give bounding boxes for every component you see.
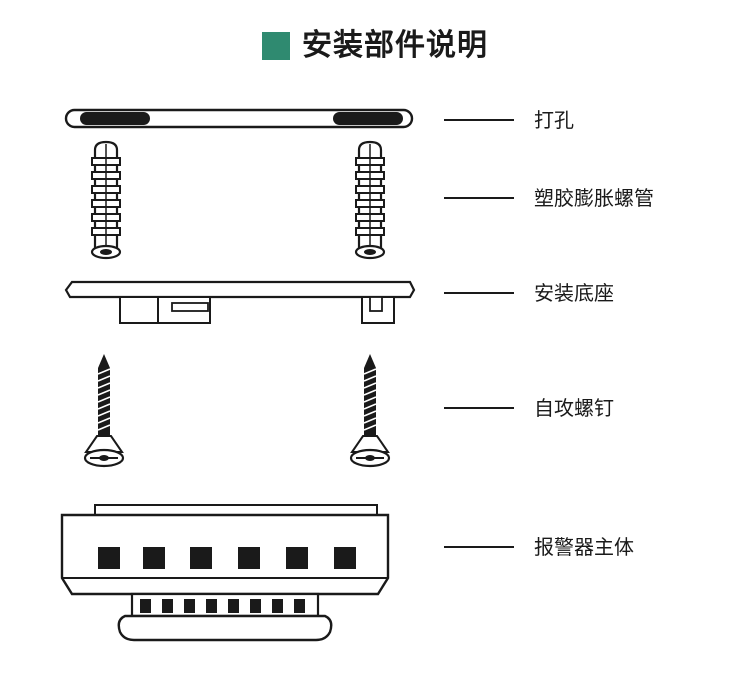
leader-line <box>444 197 514 199</box>
mounting-base-icon <box>64 280 416 324</box>
leader-line <box>444 546 514 548</box>
part-label: 打孔 <box>534 108 574 132</box>
title-square-icon <box>262 32 290 60</box>
part-label-row-alarm-body: 报警器主体 <box>444 532 634 562</box>
alarm-body-icon <box>60 504 390 642</box>
leader-line <box>444 292 514 294</box>
part-label: 自攻螺钉 <box>534 396 614 420</box>
part-label-row-drill-hole: 打孔 <box>444 105 574 135</box>
title-text: 安装部件说明 <box>302 28 488 63</box>
wall-anchor-icon <box>90 140 386 260</box>
part-label-row-tapping-screw: 自攻螺钉 <box>444 393 614 423</box>
part-label: 报警器主体 <box>534 535 634 559</box>
tapping-screw-icon <box>83 352 391 468</box>
leader-line <box>444 407 514 409</box>
part-label: 塑胶膨胀螺管 <box>534 186 654 210</box>
part-label-row-wall-anchor: 塑胶膨胀螺管 <box>444 183 654 213</box>
leader-line <box>444 119 514 121</box>
part-label: 安装底座 <box>534 281 614 305</box>
part-label-row-mounting-base: 安装底座 <box>444 278 614 308</box>
drill-hole-icon <box>64 108 414 129</box>
page-title: 安装部件说明 <box>0 28 750 64</box>
